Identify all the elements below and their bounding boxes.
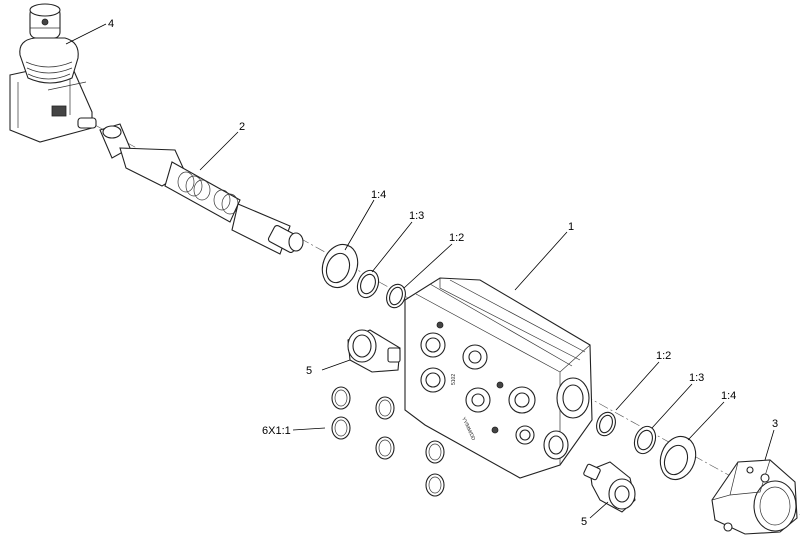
seal-1-2-right [596,411,616,437]
seal-1-2-left [386,283,406,309]
seal-1-4-left [321,243,359,289]
callout-part-1: 1 [568,221,574,233]
part-4-lever-handle [9,3,97,143]
callout-seal-1-2-right: 1:2 [656,350,671,362]
part-3-end-cap [711,459,798,535]
callout-part-5-left: 5 [306,365,312,377]
part-5-plug-right [583,461,636,513]
body-stamp-text: 5102 [451,374,457,385]
callout-part-5-right: 5 [581,516,587,528]
part-5-plug-left [347,329,401,373]
callout-seal-1-3-right: 1:3 [689,372,704,384]
leader-lines [65,23,775,519]
callout-part-3: 3 [772,418,778,430]
callout-seal-1-4-right: 1:4 [721,390,736,402]
callout-seal-1-3-left: 1:3 [409,210,424,222]
seal-1-3-right [633,425,657,455]
o-rings-1-1 [331,386,445,497]
seal-1-3-left [356,269,380,299]
callout-part-4: 4 [108,18,114,30]
callout-part-2: 2 [239,121,245,133]
seal-1-4-right [659,435,697,481]
part-1-valve-body: 5102 YY/MM/DD [404,277,593,479]
callout-o-rings-6x-1-1: 6X1:1 [262,425,291,437]
callout-seal-1-2-left: 1:2 [449,232,464,244]
callout-seal-1-4-left: 1:4 [371,189,386,201]
part-2-spool [99,123,304,255]
